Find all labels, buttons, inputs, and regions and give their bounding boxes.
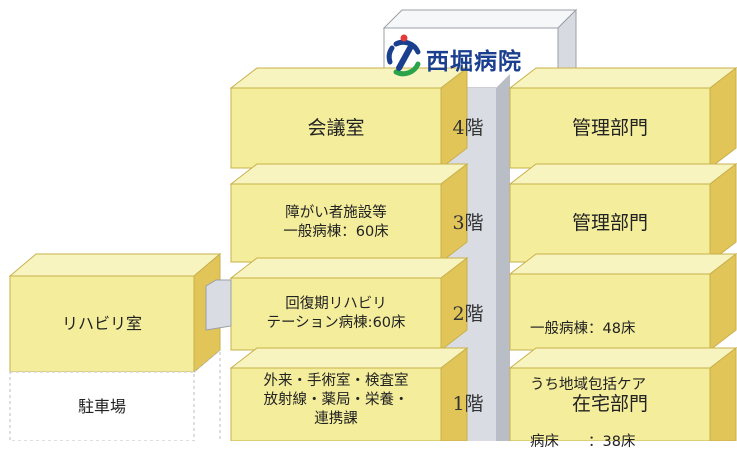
floor2-left-box	[229, 256, 469, 352]
hospital-floor-diagram	[8, 8, 737, 441]
floor4-left-label: 会議室	[307, 116, 365, 139]
floor2-left-label: 回復期リハビリ テーション病棟:60床	[266, 296, 406, 331]
rehab-room-label: リハビリ室	[61, 314, 142, 334]
hospital-name: 西堀病院	[426, 49, 522, 75]
floor3-left-box	[229, 162, 469, 264]
floor1-left-box	[229, 346, 469, 441]
floor1-left-label: 外来・手術室・検査室 放射線・薬局・栄養・ 連携課	[263, 373, 409, 427]
floor-label-1: 1階	[452, 393, 484, 416]
floor4-right-label: 管理部門	[571, 116, 648, 139]
floor-label-4: 4階	[452, 116, 484, 139]
parking-box	[9, 348, 221, 441]
ward-line-1: 一般病棟：48床	[530, 320, 636, 337]
hospital-logo-icon	[386, 34, 421, 77]
floor3-right-box	[508, 162, 737, 264]
floor-label-3: 3階	[452, 211, 484, 234]
floor3-right-label: 管理部門	[571, 211, 648, 234]
corridor-connector	[205, 279, 232, 331]
floor4-left-box	[229, 66, 469, 170]
floor1-right-box	[508, 346, 737, 441]
ward-line-2: うち地域包括ケア	[530, 377, 646, 394]
floor4-right-box	[508, 66, 737, 170]
floor2-right-box	[508, 252, 737, 352]
floor-label-2: 2階	[452, 302, 484, 325]
floor1-right-label: 在宅部門	[571, 393, 648, 416]
floor3-left-label: 障がい者施設等 一般病棟：60床	[283, 205, 389, 240]
parking-label: 駐車場	[77, 396, 126, 416]
